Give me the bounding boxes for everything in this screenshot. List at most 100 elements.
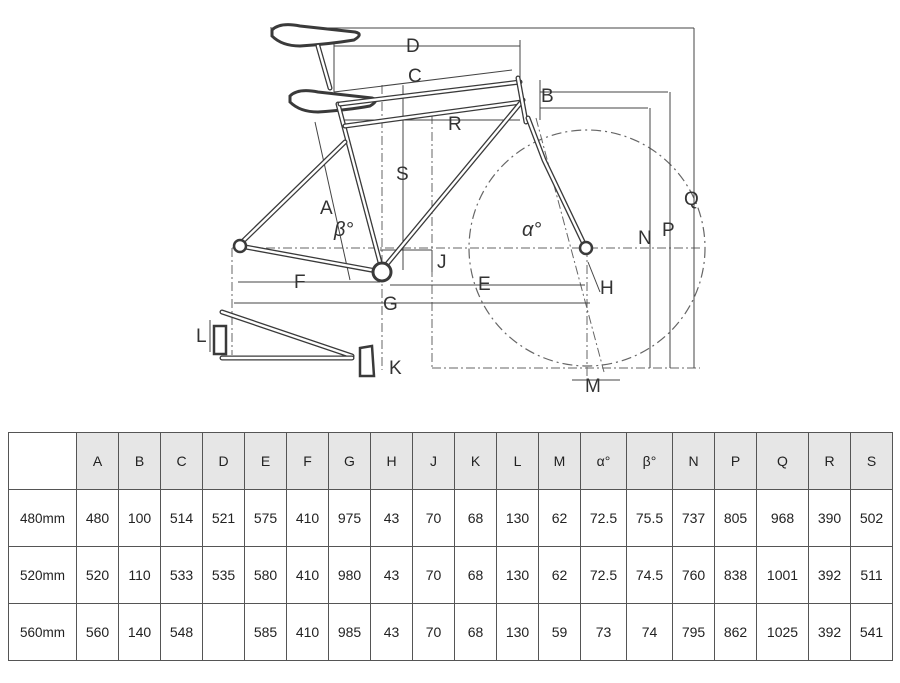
value-cell: 62 (538, 546, 581, 604)
value-cell: 392 (808, 603, 851, 661)
value-cell: 74.5 (626, 546, 673, 604)
value-cell: 59 (538, 603, 581, 661)
value-cell: 795 (672, 603, 715, 661)
value-cell: 580 (244, 546, 287, 604)
col-header: α° (580, 432, 627, 490)
col-header: G (328, 432, 371, 490)
value-cell: 73 (580, 603, 627, 661)
value-cell: 985 (328, 603, 371, 661)
dimension-labels: D C B R S A β° α° N P Q J F E H G L K M (196, 36, 699, 397)
value-cell: 130 (496, 603, 539, 661)
geometry-spec-table: A B C D E F G H J K L M α° β° N P Q R S … (8, 432, 893, 661)
value-cell: 535 (202, 546, 245, 604)
label-alpha: α° (522, 219, 541, 241)
value-cell: 480 (76, 489, 119, 547)
value-cell: 410 (286, 603, 329, 661)
col-header: K (454, 432, 497, 490)
table-row: 560mm 560 140 548 585 410 985 43 70 68 1… (8, 603, 893, 661)
value-cell: 521 (202, 489, 245, 547)
label-k: K (389, 358, 402, 379)
label-n: N (638, 228, 652, 249)
label-l: L (196, 326, 207, 347)
value-cell: 560 (76, 603, 119, 661)
value-cell: 130 (496, 489, 539, 547)
label-a: A (320, 198, 333, 219)
label-c: C (408, 66, 422, 87)
label-b: B (541, 86, 554, 107)
value-cell: 862 (714, 603, 757, 661)
dimension-lines (209, 27, 695, 381)
value-cell: 1001 (756, 546, 809, 604)
bike-frame (232, 75, 594, 283)
value-cell: 585 (244, 603, 287, 661)
value-cell: 392 (808, 546, 851, 604)
col-header: F (286, 432, 329, 490)
label-g: G (383, 294, 398, 315)
value-cell: 74 (626, 603, 673, 661)
value-cell: 72.5 (580, 546, 627, 604)
label-h: H (600, 278, 614, 299)
value-cell: 737 (672, 489, 715, 547)
label-beta: β° (333, 219, 353, 241)
value-cell: 390 (808, 489, 851, 547)
value-cell: 100 (118, 489, 161, 547)
col-header: S (850, 432, 893, 490)
saddle-lower (288, 89, 377, 114)
value-cell (202, 603, 245, 661)
col-header: J (412, 432, 455, 490)
value-cell: 514 (160, 489, 203, 547)
value-cell: 410 (286, 546, 329, 604)
value-cell: 72.5 (580, 489, 627, 547)
col-header: A (76, 432, 119, 490)
label-q: Q (684, 189, 699, 210)
col-header: D (202, 432, 245, 490)
value-cell: 68 (454, 603, 497, 661)
value-cell: 62 (538, 489, 581, 547)
value-cell: 502 (850, 489, 893, 547)
value-cell: 75.5 (626, 489, 673, 547)
label-j: J (437, 252, 447, 273)
col-header: H (370, 432, 413, 490)
label-s: S (396, 164, 409, 185)
saddle-upper (270, 23, 361, 91)
label-d: D (406, 36, 420, 57)
label-e: E (478, 274, 491, 295)
size-cell: 520mm (8, 546, 77, 604)
label-r: R (448, 114, 462, 135)
col-header: P (714, 432, 757, 490)
value-cell: 838 (714, 546, 757, 604)
value-cell: 760 (672, 546, 715, 604)
value-cell: 68 (454, 489, 497, 547)
value-cell: 541 (850, 603, 893, 661)
value-cell: 68 (454, 546, 497, 604)
value-cell: 410 (286, 489, 329, 547)
value-cell: 43 (370, 546, 413, 604)
label-m: M (585, 376, 601, 397)
col-header: E (244, 432, 287, 490)
value-cell: 130 (496, 546, 539, 604)
construction-lines (231, 85, 700, 380)
col-header: N (672, 432, 715, 490)
rear-stay-detail (212, 309, 376, 378)
value-cell: 520 (76, 546, 119, 604)
value-cell: 70 (412, 546, 455, 604)
value-cell: 43 (370, 489, 413, 547)
col-header: B (118, 432, 161, 490)
value-cell: 968 (756, 489, 809, 547)
value-cell: 533 (160, 546, 203, 604)
header-row: A B C D E F G H J K L M α° β° N P Q R S (8, 432, 893, 490)
value-cell: 548 (160, 603, 203, 661)
value-cell: 70 (412, 489, 455, 547)
size-cell: 560mm (8, 603, 77, 661)
label-f: F (294, 272, 306, 293)
value-cell: 43 (370, 603, 413, 661)
value-cell: 575 (244, 489, 287, 547)
front-wheel-outline (468, 129, 706, 367)
label-p: P (662, 220, 675, 241)
table-row: 480mm 480 100 514 521 575 410 975 43 70 … (8, 489, 893, 547)
corner-cell (8, 432, 77, 490)
value-cell: 110 (118, 546, 161, 604)
value-cell: 70 (412, 603, 455, 661)
value-cell: 140 (118, 603, 161, 661)
col-header: C (160, 432, 203, 490)
